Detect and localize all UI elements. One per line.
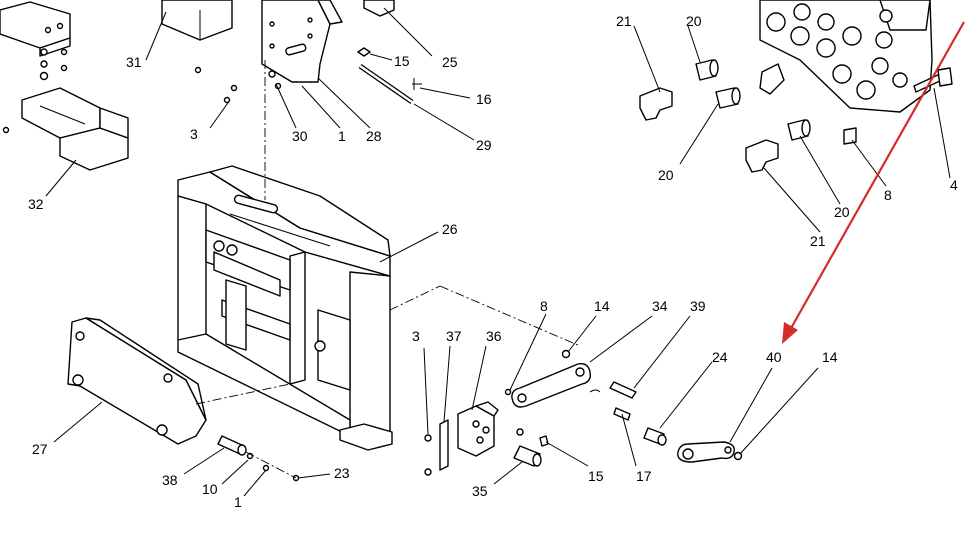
callout-3b: 3	[412, 328, 420, 344]
callout-21b: 21	[810, 233, 826, 249]
fittings-20	[695, 59, 857, 145]
callout-35: 35	[472, 483, 488, 499]
callout-20: 20	[686, 13, 702, 29]
elbows-21	[639, 87, 779, 173]
main-frame-26	[177, 165, 393, 451]
leader-lines	[45, 7, 951, 497]
callout-20c: 20	[834, 204, 850, 220]
callout-40: 40	[766, 349, 782, 365]
callout-28: 28	[366, 128, 382, 144]
pin-38	[217, 435, 300, 482]
plate-27	[67, 317, 207, 445]
callout-17: 17	[636, 468, 652, 484]
callout-15b: 15	[588, 468, 604, 484]
callout-14: 14	[594, 298, 610, 314]
callout-25: 25	[442, 54, 458, 70]
callout-29: 29	[476, 137, 492, 153]
callout-20b: 20	[658, 167, 674, 183]
plate-37	[439, 419, 449, 471]
callout-16: 16	[476, 91, 492, 107]
callout-23: 23	[334, 465, 350, 481]
callout-27: 27	[32, 441, 48, 457]
link-34	[511, 349, 592, 408]
callout-30: 30	[292, 128, 308, 144]
callout-21: 21	[616, 13, 632, 29]
part-25	[363, 0, 395, 17]
small-washers-left	[2, 48, 68, 134]
pin-29	[357, 47, 422, 105]
callout-26: 26	[442, 221, 458, 237]
hinge-bracket-36	[457, 401, 499, 457]
callout-4: 4	[950, 177, 958, 193]
upright-plate-28	[261, 0, 343, 83]
callout-1b: 1	[234, 494, 242, 510]
callout-37: 37	[446, 328, 462, 344]
callout-31: 31	[126, 54, 142, 70]
highlight-arrow	[782, 21, 965, 344]
callout-36: 36	[486, 328, 502, 344]
small-bolts-center-top	[194, 66, 282, 104]
pin-24	[643, 427, 667, 446]
callout-14b: 14	[822, 349, 838, 365]
arm-40	[677, 441, 743, 463]
callout-3: 3	[190, 126, 198, 142]
callout-34: 34	[652, 298, 668, 314]
pin-39	[589, 381, 637, 399]
callout-1: 1	[338, 128, 346, 144]
callout-15: 15	[394, 53, 410, 69]
callout-38: 38	[162, 472, 178, 488]
bracket-top-left	[0, 1, 71, 57]
bracket-32	[21, 87, 129, 171]
cover-31	[161, 0, 233, 41]
callout-32: 32	[28, 196, 44, 212]
callout-39: 39	[690, 298, 706, 314]
pin-35	[513, 445, 542, 467]
callout-10: 10	[202, 481, 218, 497]
callout-8: 8	[540, 298, 548, 314]
callout-labels: 31 25 15 16 29 3 30 1 28 32 26 27 38 10 …	[28, 13, 958, 510]
small-hardware-center	[424, 388, 549, 476]
callout-24: 24	[712, 349, 728, 365]
callout-8b: 8	[884, 187, 892, 203]
valve-block	[759, 0, 933, 113]
